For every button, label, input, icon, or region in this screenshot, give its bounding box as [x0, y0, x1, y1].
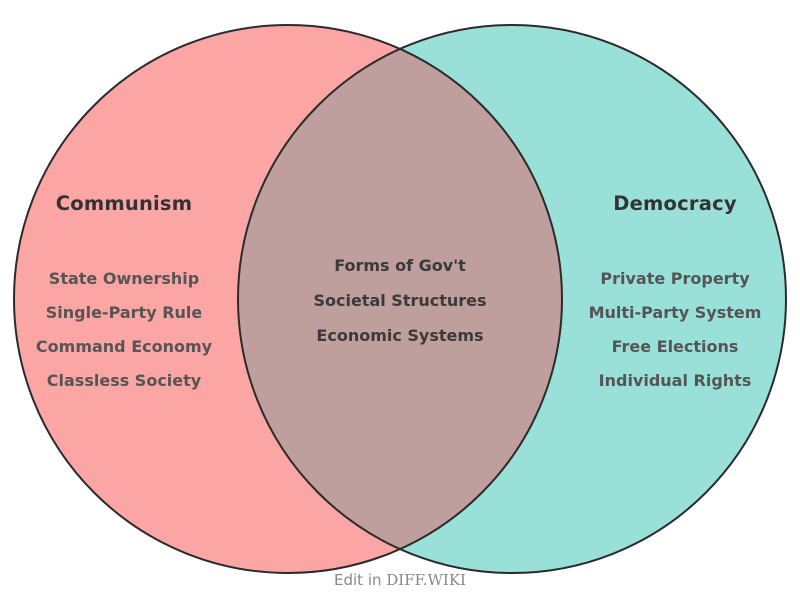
right-set-outline: [237, 24, 787, 574]
left-set-outline: [13, 24, 563, 574]
edit-credit-prefix: Edit in: [334, 571, 387, 589]
left-set-item: Single-Party Rule: [45, 302, 203, 322]
left-set-item: Classless Society: [46, 370, 202, 390]
intersection-item: Forms of Gov't: [334, 255, 466, 275]
intersection-item: Economic Systems: [316, 325, 484, 345]
right-set-item: Private Property: [600, 268, 750, 288]
right-set-item: Multi-Party System: [588, 302, 762, 322]
intersection-region[interactable]: [238, 25, 786, 573]
left-set-title: Communism: [55, 192, 193, 215]
right-set-item: Individual Rights: [598, 370, 752, 390]
edit-credit-brand: DIFF.WIKI: [386, 571, 466, 589]
right-set-item: Free Elections: [611, 336, 739, 356]
left-set-item: Command Economy: [35, 336, 213, 356]
left-set-item: State Ownership: [48, 268, 200, 288]
right-set-title: Democracy: [613, 192, 737, 215]
edit-credit-link[interactable]: Edit in DIFF.WIKI: [0, 570, 800, 590]
intersection-item: Societal Structures: [313, 290, 487, 310]
